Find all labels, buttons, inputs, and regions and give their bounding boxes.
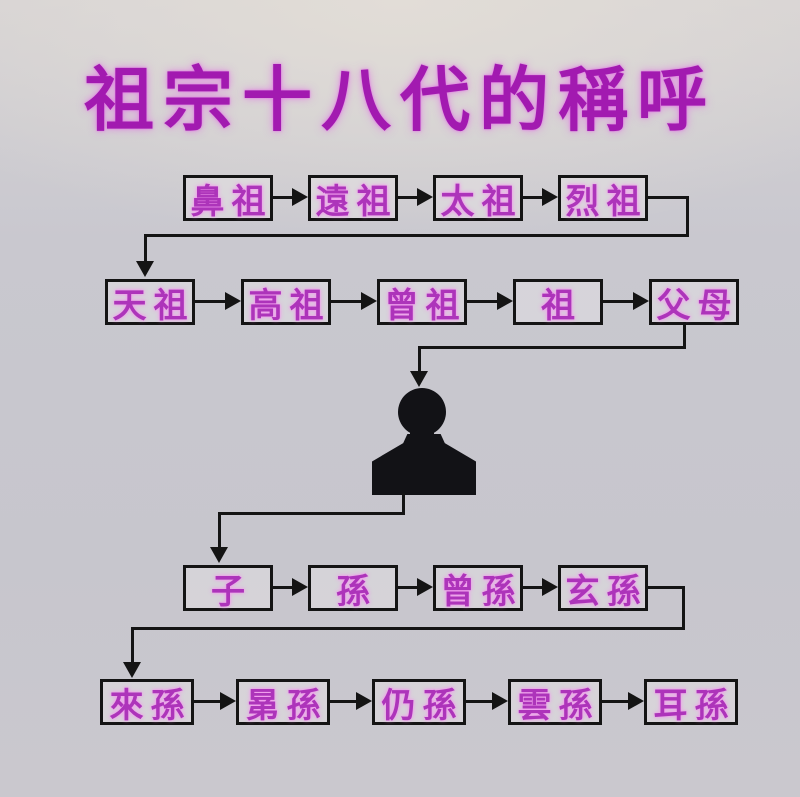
zengzu-box: 曾祖 xyxy=(377,279,467,326)
connector-line xyxy=(402,493,405,515)
xuansun-box: 玄孫 xyxy=(558,565,648,612)
arrow-right-icon xyxy=(273,578,308,596)
tianzu-label: 天祖 xyxy=(112,285,195,326)
rengsun-label: 仍孫 xyxy=(381,685,464,726)
silhouette-torso xyxy=(372,434,476,495)
arrow-down-icon xyxy=(410,346,428,387)
connector-line xyxy=(648,586,685,589)
liezu-box: 烈祖 xyxy=(558,175,648,222)
yunsun-box: 雲孫 xyxy=(508,679,602,726)
connector-line xyxy=(682,586,685,630)
person-silhouette-icon xyxy=(370,388,478,495)
bizu-box: 鼻祖 xyxy=(183,175,273,222)
arrow-right-icon xyxy=(273,188,308,206)
bizu-label: 鼻祖 xyxy=(190,181,273,222)
zi-label: 子 xyxy=(211,571,252,612)
arrow-right-icon xyxy=(467,292,513,310)
ersun-label: 耳孫 xyxy=(653,685,736,726)
connector-line xyxy=(648,196,689,199)
laisun-box: 來孫 xyxy=(100,679,194,726)
zu-label: 祖 xyxy=(541,285,582,326)
xuansun-label: 玄孫 xyxy=(565,571,648,612)
arrow-down-icon xyxy=(210,512,228,563)
connector-line xyxy=(683,322,686,349)
sun-label: 孫 xyxy=(336,571,377,612)
arrow-right-icon xyxy=(523,578,558,596)
zengsun-label: 曾孫 xyxy=(440,571,523,612)
sun-box: 孫 xyxy=(308,565,398,612)
laisun-label: 來孫 xyxy=(109,685,192,726)
zengsun-box: 曾孫 xyxy=(433,565,523,612)
arrow-right-icon xyxy=(398,578,433,596)
page-title: 祖宗十八代的稱呼 xyxy=(84,59,716,141)
kunsun-label: 晜孫 xyxy=(245,685,328,726)
ersun-box: 耳孫 xyxy=(644,679,738,726)
arrow-down-icon xyxy=(136,234,154,277)
arrow-down-icon xyxy=(123,627,141,678)
yuanzu-label: 遠祖 xyxy=(315,181,398,222)
fumu-box: 父母 xyxy=(649,279,739,326)
liezu-label: 烈祖 xyxy=(565,181,648,222)
arrow-right-icon xyxy=(195,292,241,310)
gaozu-box: 高祖 xyxy=(241,279,331,326)
arrow-right-icon xyxy=(523,188,558,206)
tianzu-box: 天祖 xyxy=(105,279,195,326)
connector-line xyxy=(132,627,685,630)
kunsun-box: 晜孫 xyxy=(236,679,330,726)
arrow-right-icon xyxy=(602,692,644,710)
taizu-label: 太祖 xyxy=(440,181,523,222)
connector-line xyxy=(686,196,689,237)
arrow-right-icon xyxy=(603,292,649,310)
taizu-box: 太祖 xyxy=(433,175,523,222)
arrow-right-icon xyxy=(194,692,236,710)
connector-line xyxy=(219,512,405,515)
zu-box: 祖 xyxy=(513,279,603,326)
rengsun-box: 仍孫 xyxy=(372,679,466,726)
connector-line xyxy=(145,234,689,237)
zengzu-label: 曾祖 xyxy=(384,285,467,326)
arrow-right-icon xyxy=(398,188,433,206)
fumu-label: 父母 xyxy=(656,285,739,326)
gaozu-label: 高祖 xyxy=(248,285,331,326)
arrow-right-icon xyxy=(331,292,377,310)
arrow-right-icon xyxy=(466,692,508,710)
zi-box: 子 xyxy=(183,565,273,612)
arrow-right-icon xyxy=(330,692,372,710)
yunsun-label: 雲孫 xyxy=(517,685,600,726)
yuanzu-box: 遠祖 xyxy=(308,175,398,222)
connector-line xyxy=(419,346,686,349)
